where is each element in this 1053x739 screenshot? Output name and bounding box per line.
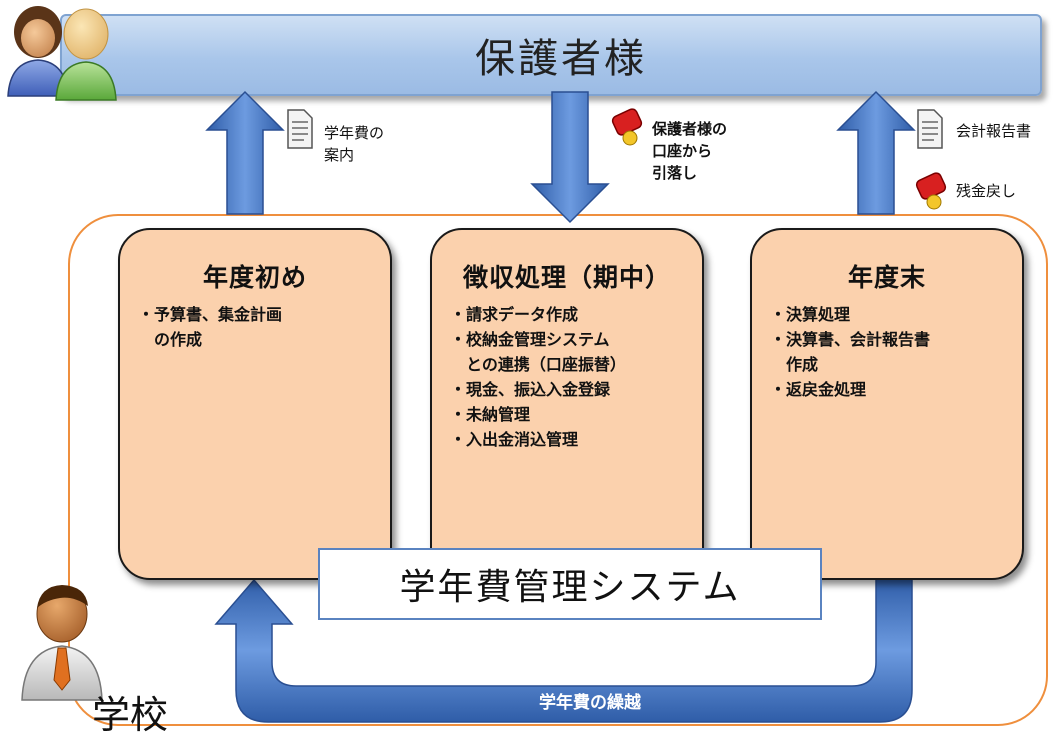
phase-item: 決算書、会計報告書 作成 (768, 327, 1006, 377)
money-pouch-icon (611, 108, 643, 146)
money-pouch-icon (915, 172, 947, 210)
phase-item: 返戻金処理 (768, 377, 1006, 402)
guardian-man-icon (55, 8, 117, 101)
phase-title: 徴収処理（期中） (462, 263, 671, 292)
document-icon (917, 109, 943, 149)
phase-item: 請求データ作成 (448, 302, 686, 327)
school-person-icon (21, 585, 103, 701)
arrow-up-left (205, 90, 285, 215)
system-box: 学年費管理システム (318, 548, 822, 620)
school-label: 学校 (92, 693, 169, 737)
arrow-down-middle (530, 91, 610, 224)
note-guidance: 学年費の 案内 (324, 124, 385, 164)
phase-item: 決算処理 (768, 302, 1006, 327)
arrow-up-right (836, 90, 916, 215)
phase-box-end: 年度末 決算処理 決算書、会計報告書 作成 返戻金処理 (750, 228, 1024, 580)
phase-box-collection: 徴収処理（期中） 請求データ作成 校納金管理システム との連携（口座振替） 現金… (430, 228, 704, 580)
system-label: 学年費管理システム (399, 567, 741, 608)
phase-item: 予算書、集金計画 の作成 (136, 302, 374, 352)
phase-item: 校納金管理システム との連携（口座振替） (448, 327, 686, 377)
carry-over-loop-arrow (214, 577, 913, 723)
phase-box-start: 年度初め 予算書、集金計画 の作成 (118, 228, 392, 580)
phase-item: 入出金消込管理 (448, 427, 686, 452)
phase-item: 現金、振込入金登録 (448, 377, 686, 402)
guardian-bar: 保護者様 (60, 14, 1042, 96)
document-icon (287, 109, 313, 149)
phase-item: 未納管理 (448, 402, 686, 427)
school-frame (68, 214, 1048, 726)
carry-over-label: 学年費の繰越 (539, 693, 641, 713)
note-withdrawal: 保護者様の 口座から 引落し (652, 120, 728, 182)
note-report: 会計報告書 (956, 122, 1032, 140)
phase-title: 年度末 (847, 263, 926, 292)
phase-title: 年度初め (202, 263, 307, 292)
note-refund: 残金戻し (956, 182, 1017, 200)
guardian-title: 保護者様 (475, 36, 647, 82)
